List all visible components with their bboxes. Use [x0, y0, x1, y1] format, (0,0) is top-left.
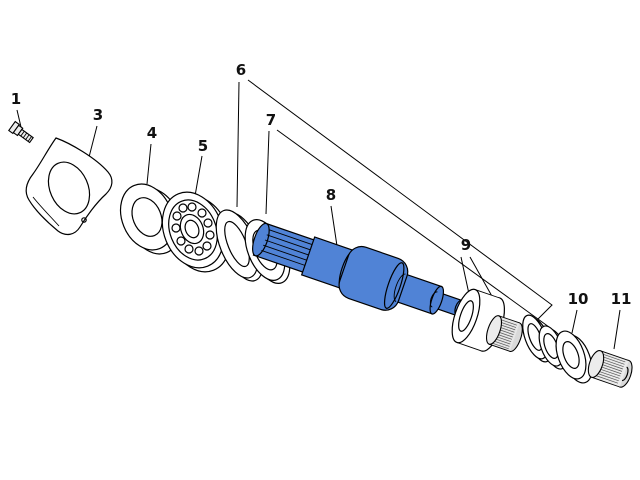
leader-line-6-rear: [247, 79, 553, 320]
part-label-4[interactable]: 4: [147, 124, 157, 142]
leader-lines: [16, 79, 621, 350]
part-shaft[interactable]: [246, 212, 472, 335]
part-label-11[interactable]: 11: [611, 290, 632, 308]
part-label-7[interactable]: 7: [266, 111, 276, 129]
leader-line-5: [194, 155, 203, 197]
part-label-1[interactable]: 1: [11, 90, 21, 108]
part-ball-bearing[interactable]: [152, 183, 241, 281]
leader-line-10: [571, 309, 578, 334]
part-sleeve-assembly[interactable]: [446, 286, 525, 355]
part-flange[interactable]: [25, 137, 113, 236]
part-label-9[interactable]: 9: [461, 236, 471, 254]
part-bolt[interactable]: [7, 120, 35, 145]
leader-line-7-rear: [276, 129, 550, 328]
part-label-3[interactable]: 3: [93, 106, 103, 124]
leader-line-1: [16, 109, 22, 128]
leader-line-6-front: [236, 81, 240, 208]
leader-line-7-front: [265, 130, 270, 215]
part-splined-coupler[interactable]: [585, 349, 635, 389]
leader-line-9a: [460, 256, 470, 295]
leader-line-11: [613, 309, 621, 350]
part-label-10[interactable]: 10: [568, 290, 589, 308]
leader-line-8: [330, 205, 338, 247]
part-label-8[interactable]: 8: [326, 186, 336, 204]
part-labels: 1 3 4 5 6 7 8 9 10 11: [11, 61, 632, 308]
leader-line-3: [87, 125, 98, 162]
leader-line-4: [146, 143, 152, 185]
part-ring[interactable]: [550, 327, 598, 387]
part-splined-insert[interactable]: [483, 314, 525, 353]
part-label-6[interactable]: 6: [236, 61, 246, 79]
part-label-5[interactable]: 5: [198, 137, 208, 155]
